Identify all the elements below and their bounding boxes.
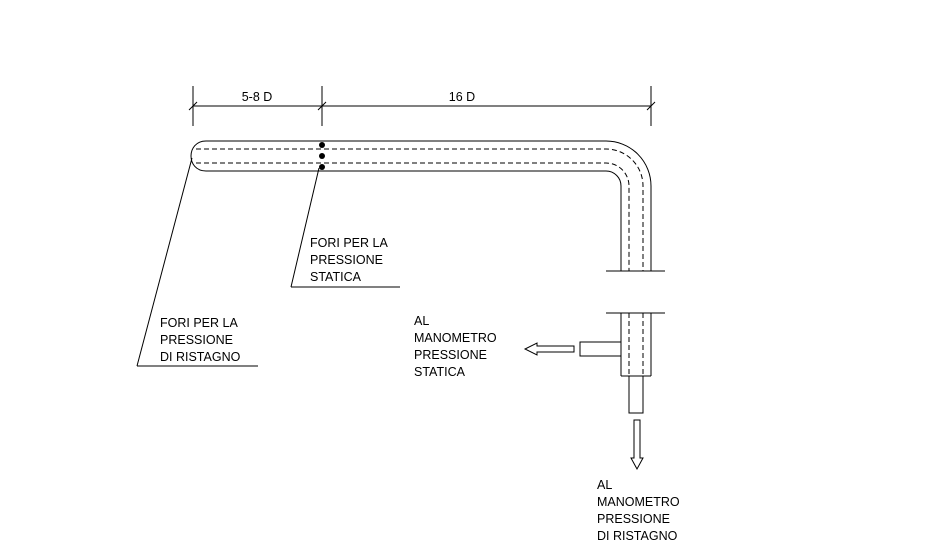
stagnation-outlet-arrow-icon bbox=[630, 419, 644, 471]
label-static-outlet: AL MANOMETRO PRESSIONE STATICA bbox=[414, 314, 497, 379]
label-line: DI RISTAGNO bbox=[597, 529, 678, 543]
stagnation-outlet-pipe bbox=[628, 376, 644, 414]
label-line: AL bbox=[414, 314, 429, 328]
tube-outer-wall bbox=[206, 140, 652, 271]
label-stagnation-holes: FORI PER LA PRESSIONE DI RISTAGNO bbox=[160, 316, 241, 364]
dimension-tick-middle bbox=[317, 101, 327, 111]
label-stagnation-outlet: AL MANOMETRO PRESSIONE DI RISTAGNO bbox=[597, 478, 680, 543]
label-line: PRESSIONE bbox=[414, 348, 487, 362]
label-line: STATICA bbox=[414, 365, 466, 379]
label-line: FORI PER LA bbox=[160, 316, 238, 330]
label-line: PRESSIONE bbox=[597, 512, 670, 526]
label-line: STATICA bbox=[310, 270, 362, 284]
leader-lines bbox=[136, 157, 400, 367]
tube-nose bbox=[190, 140, 207, 172]
static-holes-leader bbox=[290, 167, 320, 288]
dimension-lines: 5-8 D 16 D bbox=[188, 86, 656, 126]
static-outlet-arrow-icon bbox=[523, 342, 575, 356]
stagnation-holes-leader bbox=[136, 157, 193, 367]
flow-arrows bbox=[523, 342, 644, 471]
static-passage-outer bbox=[196, 148, 644, 271]
dimension-label-16d: 16 D bbox=[449, 90, 475, 104]
dimension-tick-left bbox=[188, 101, 198, 111]
dimension-tick-right bbox=[646, 101, 656, 111]
label-line: AL bbox=[597, 478, 612, 492]
tube-inner-wall bbox=[206, 170, 622, 271]
label-line: FORI PER LA bbox=[310, 236, 388, 250]
static-hole-bottom bbox=[319, 164, 325, 170]
static-outlet-pipe bbox=[579, 341, 621, 357]
label-line: MANOMETRO bbox=[597, 495, 680, 509]
label-line: PRESSIONE bbox=[310, 253, 383, 267]
label-line: MANOMETRO bbox=[414, 331, 497, 345]
static-pressure-holes bbox=[319, 142, 325, 170]
label-line: PRESSIONE bbox=[160, 333, 233, 347]
static-hole-middle bbox=[319, 153, 325, 159]
pitot-tube bbox=[190, 140, 665, 414]
dimension-label-5-8d: 5-8 D bbox=[242, 90, 273, 104]
static-passage-inner bbox=[196, 162, 630, 271]
label-line: DI RISTAGNO bbox=[160, 350, 241, 364]
label-static-holes: FORI PER LA PRESSIONE STATICA bbox=[310, 236, 388, 284]
static-hole-top bbox=[319, 142, 325, 148]
